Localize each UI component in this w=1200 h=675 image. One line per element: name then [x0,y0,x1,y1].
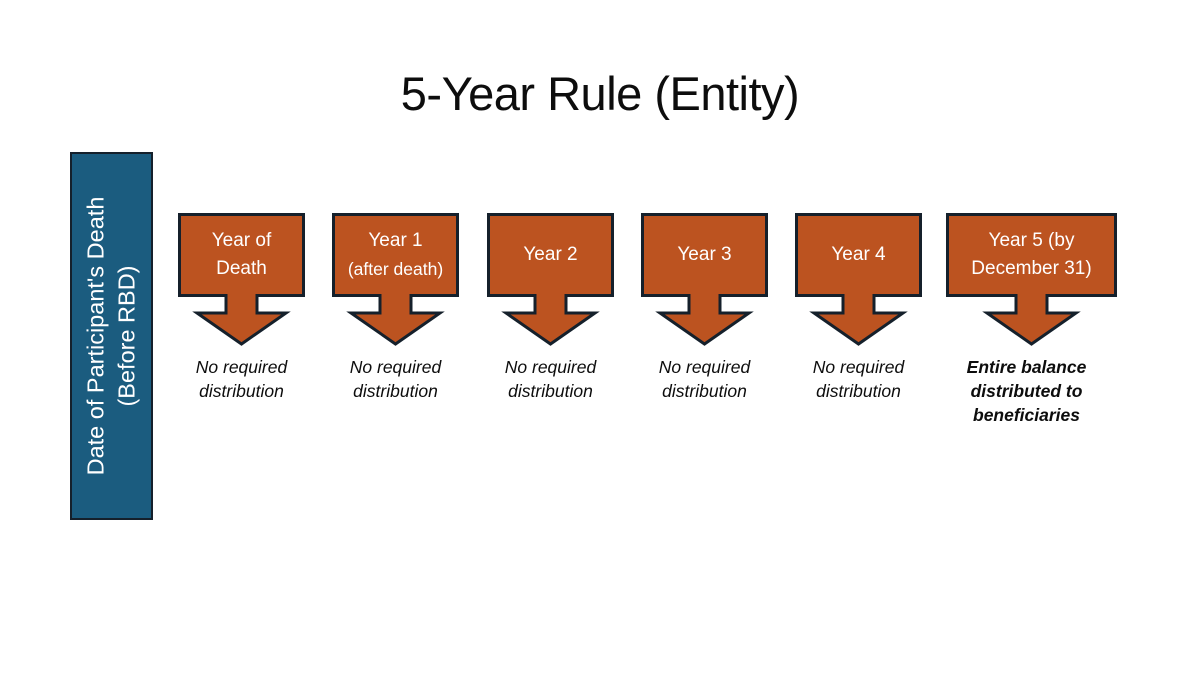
down-arrow-icon [641,213,768,346]
page-title: 5-Year Rule (Entity) [400,67,800,120]
step-year-of-death[interactable]: Year of Death [178,213,305,346]
step-year-1[interactable]: Year 1 (after death) [332,213,459,346]
date-of-death-bar-label: Date of Participant's Death (Before RBD) [81,197,143,476]
step-year-5[interactable]: Year 5 (by December 31) [946,213,1117,346]
step-caption-year-4: No required distribution [812,357,905,401]
down-arrow-icon [332,213,459,346]
step-year-3[interactable]: Year 3 [641,213,768,346]
step-caption-year-1: No required distribution [349,357,442,401]
down-arrow-icon [946,213,1117,346]
down-arrow-icon [487,213,614,346]
date-of-death-bar-label-line1: Date of Participant's Death [82,196,109,476]
step-year-2[interactable]: Year 2 [487,213,614,346]
date-of-death-bar: Date of Participant's Death (Before RBD) [70,152,153,520]
step-caption-year-of-death: No required distribution [195,357,288,401]
step-caption-year-3: No required distribution [658,357,751,401]
step-caption-year-2: No required distribution [504,357,597,401]
step-caption-year-5: Entire balance distributed to beneficiar… [966,357,1087,425]
down-arrow-icon [178,213,305,346]
down-arrow-icon [795,213,922,346]
step-year-4[interactable]: Year 4 [795,213,922,346]
date-of-death-bar-label-line2: (Before RBD) [113,265,140,407]
